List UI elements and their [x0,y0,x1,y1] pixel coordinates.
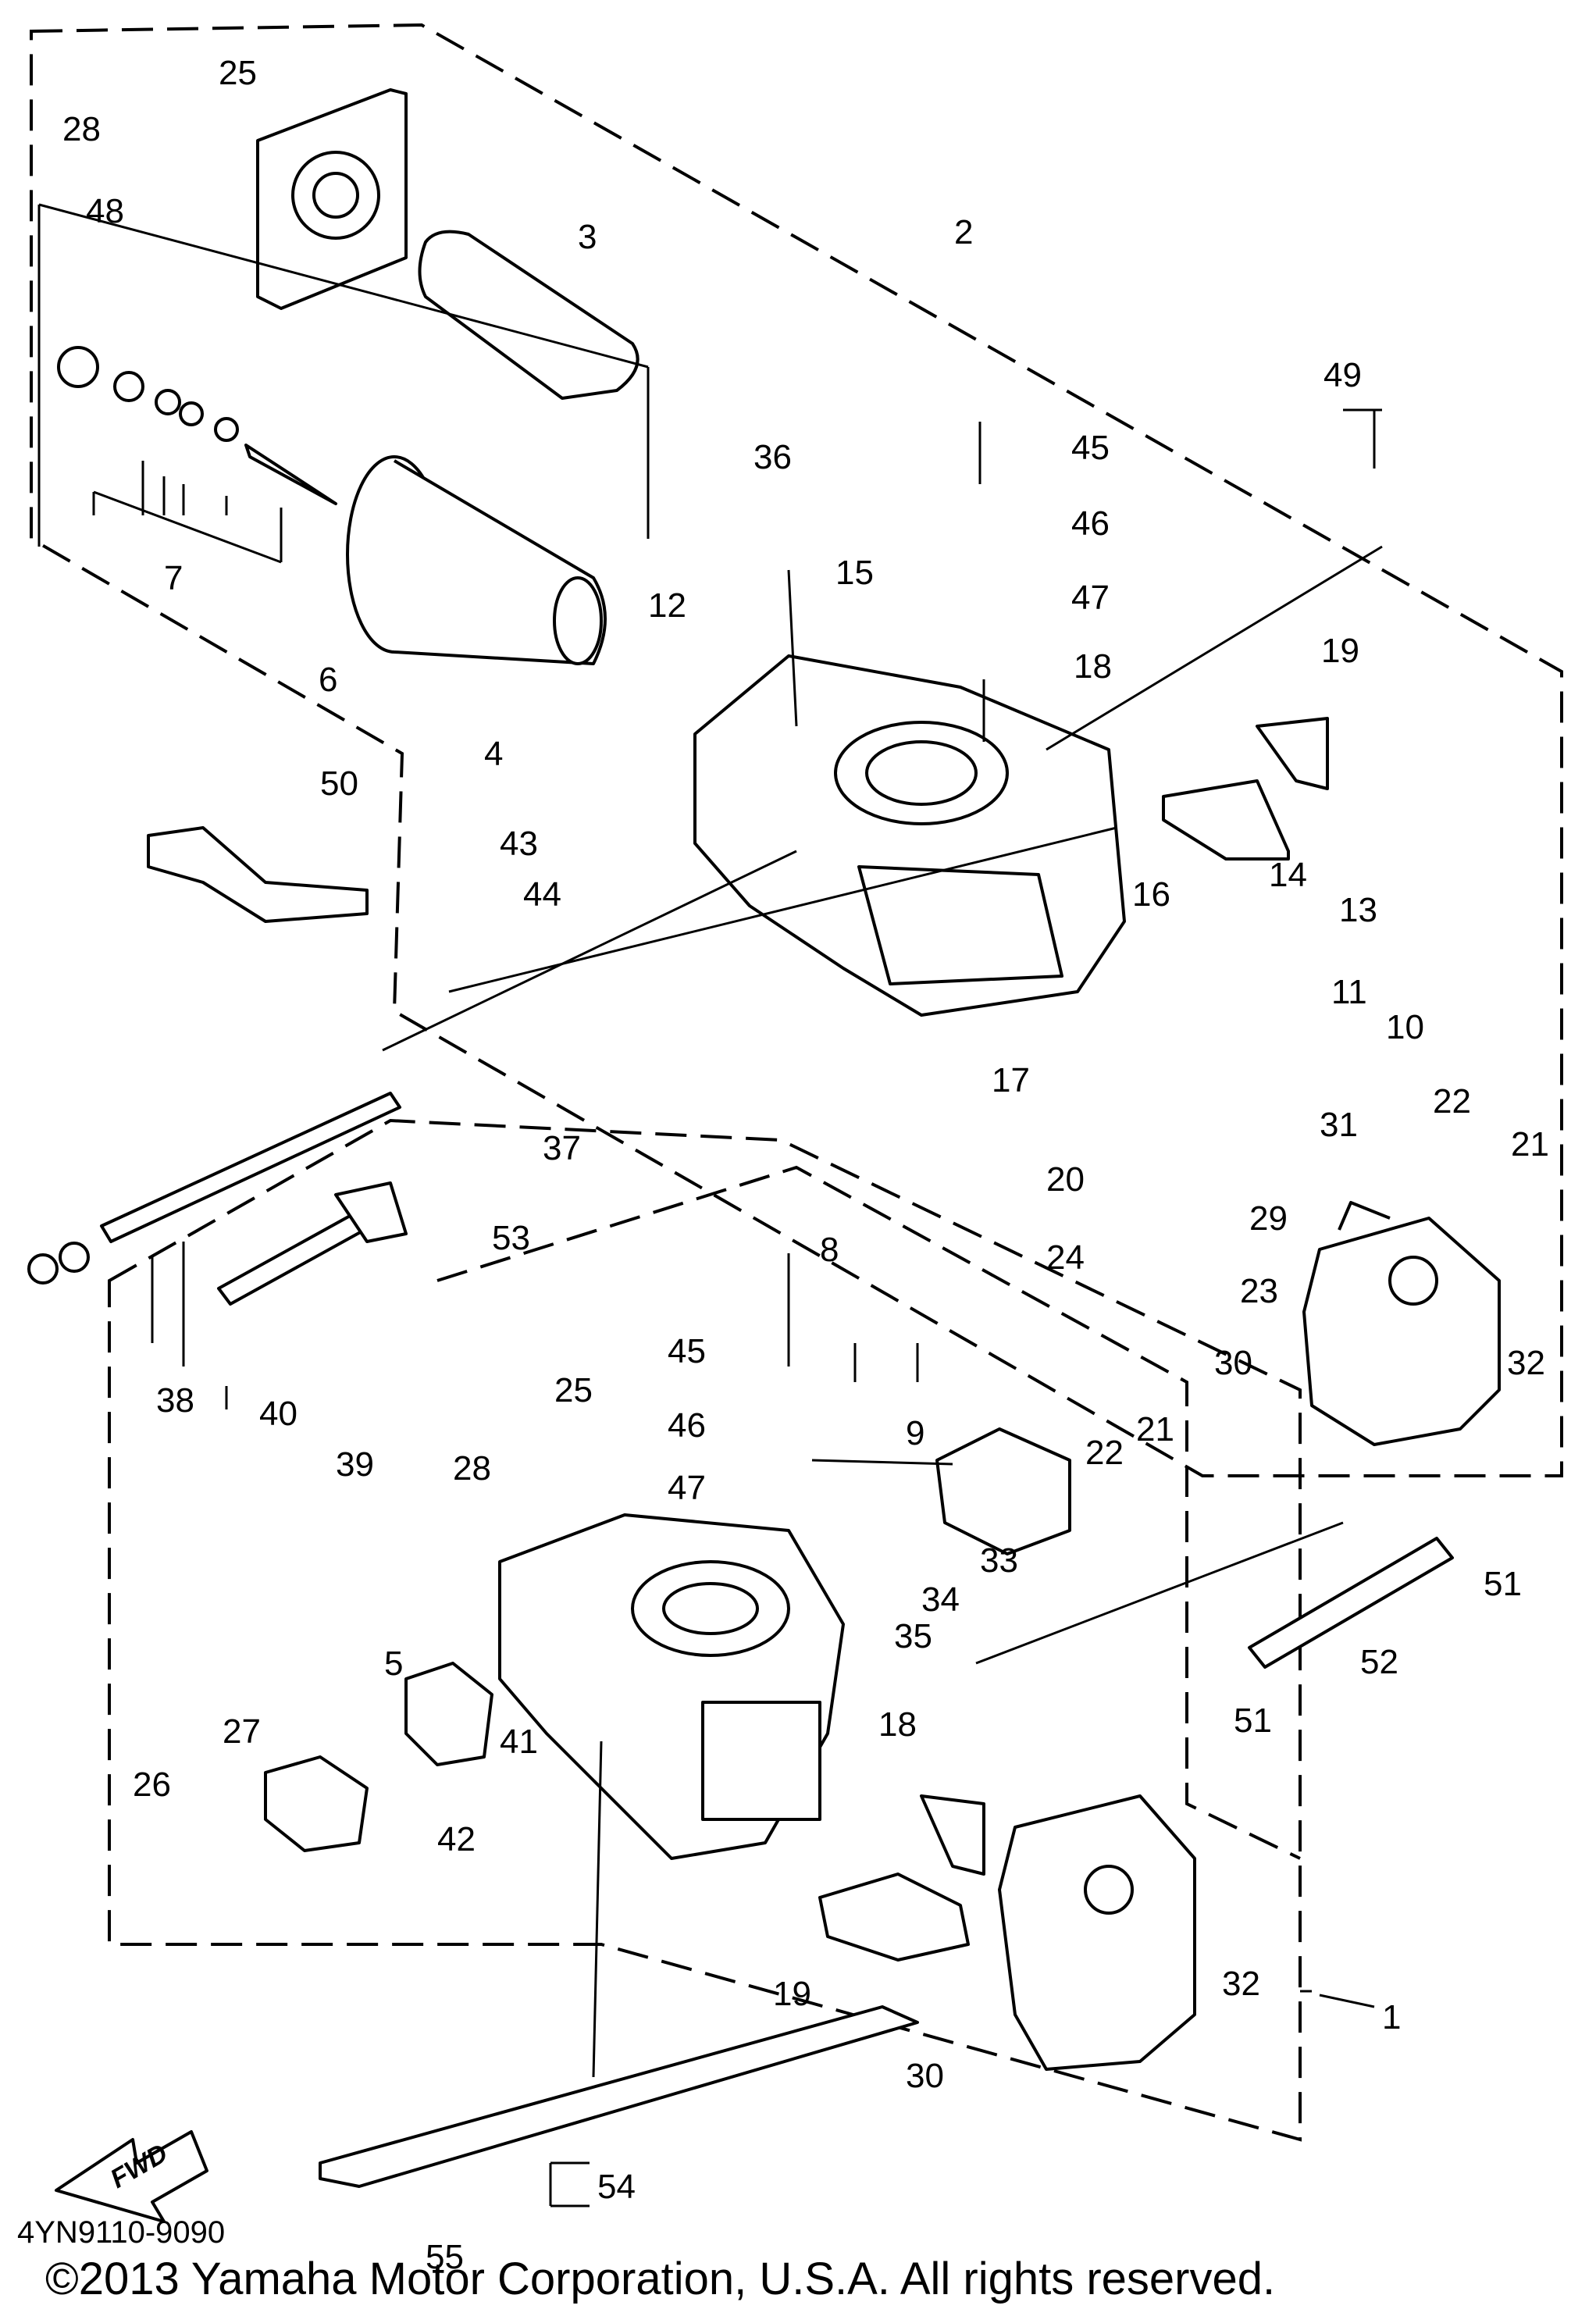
callout-35: 35 [894,1617,932,1655]
callout-27: 27 [223,1712,261,1751]
leader-lines [37,203,1383,2207]
callout-45: 45 [1071,429,1110,467]
callout-54: 54 [597,2168,636,2206]
callout-49-upper: 49 [1323,356,1362,394]
callout-43: 43 [500,825,538,863]
callout-25-lower: 25 [554,1371,593,1409]
lever-19-lower [818,1794,985,1962]
diagram-code: 4YN9110-9090 [17,2215,225,2250]
cover-30-upper [1302,1201,1501,1446]
part-drawings [27,88,1501,2188]
callout-15: 15 [835,554,874,592]
callout-32-upper: 32 [1507,1344,1545,1382]
callout-42: 42 [437,1820,476,1858]
callout-44: 44 [523,875,561,914]
callout-34: 34 [921,1580,960,1619]
callout-51-lower: 51 [1234,1701,1272,1740]
callout-18-lower: 18 [878,1705,917,1744]
copyright-notice: ©2013 Yamaha Motor Corporation, U.S.A. A… [45,2254,1275,2304]
callout-28: 28 [62,110,101,148]
callout-17: 17 [992,1061,1030,1099]
needle-7 [57,346,337,505]
callout-16: 16 [1132,875,1170,914]
shaft-52 [1248,1537,1454,1669]
callout-50: 50 [320,764,358,803]
shaft-49-left [27,1092,401,1285]
callout-23: 23 [1240,1272,1278,1310]
assembly-outlines [30,23,1563,2142]
callout-36: 36 [753,438,792,476]
piston-6 [346,455,607,665]
spring-3 [418,230,639,400]
callout-46: 46 [1071,504,1110,543]
callout-30-upper: 30 [1214,1344,1252,1382]
callout-14: 14 [1269,856,1307,894]
bracket-9 [935,1427,1071,1555]
callout-7: 7 [164,559,183,597]
callout-10: 10 [1386,1008,1424,1046]
callout-38: 38 [156,1381,194,1420]
callout-20: 20 [1046,1160,1085,1199]
callout-21-upper: 21 [1511,1125,1549,1163]
callout-19-upper: 19 [1321,632,1359,670]
callout-52: 52 [1360,1643,1398,1681]
bracket-50 [147,826,369,923]
callout-8: 8 [820,1231,839,1269]
callout-25: 25 [219,54,257,92]
callout-6: 6 [319,661,337,699]
callout-12: 12 [648,586,686,625]
callout-5: 5 [384,1644,403,1683]
callout-51-upper: 51 [1484,1565,1522,1603]
callout-31: 31 [1320,1106,1358,1144]
callout-11: 11 [1331,973,1367,1011]
callout-labels: 25 28 48 3 2 7 6 36 45 46 47 15 18 12 4 … [62,54,1549,2276]
callout-55: 55 [426,2238,464,2276]
callout-9: 9 [906,1414,924,1452]
callout-1: 1 [1382,1998,1401,2036]
callout-48: 48 [86,192,124,230]
callout-41: 41 [500,1723,538,1761]
callout-2: 2 [954,213,973,251]
callout-26: 26 [133,1766,171,1804]
upper-carburetor-body [693,654,1126,1017]
callout-28-lower: 28 [453,1449,491,1488]
callout-19-lower: 19 [773,1975,811,2013]
callout-3: 3 [578,218,597,256]
cover-30-lower [998,1794,1196,2071]
callout-22-lower: 22 [1085,1434,1124,1472]
lower-carburetor-body [498,1513,845,1860]
shaft-53 [217,1181,408,1306]
callout-21-lower: 21 [1136,1410,1174,1448]
callout-39: 39 [336,1445,374,1484]
callout-47-lower: 47 [668,1469,706,1507]
callout-22-upper: 22 [1433,1082,1471,1121]
diaphragm-cover-5 [264,1662,493,1852]
callout-53: 53 [492,1219,530,1257]
callout-45-lower: 45 [668,1332,706,1370]
plate-bottom [319,2005,919,2188]
lever-19-upper [1162,717,1329,861]
callout-29: 29 [1249,1199,1288,1238]
callout-40: 40 [259,1395,297,1433]
callout-46-lower: 46 [668,1406,706,1445]
callout-30-lower: 30 [906,2057,944,2095]
diaphragm-cover-top [256,88,408,310]
callout-47: 47 [1071,579,1110,617]
callout-13: 13 [1339,891,1377,929]
callout-4: 4 [484,735,503,773]
fwd-arrow-icon: FWD [55,2130,208,2223]
callout-37: 37 [543,1129,581,1167]
callout-24: 24 [1046,1238,1085,1277]
callout-18: 18 [1074,647,1112,686]
callout-33: 33 [980,1541,1018,1580]
callout-32-lower: 32 [1222,1965,1260,2003]
